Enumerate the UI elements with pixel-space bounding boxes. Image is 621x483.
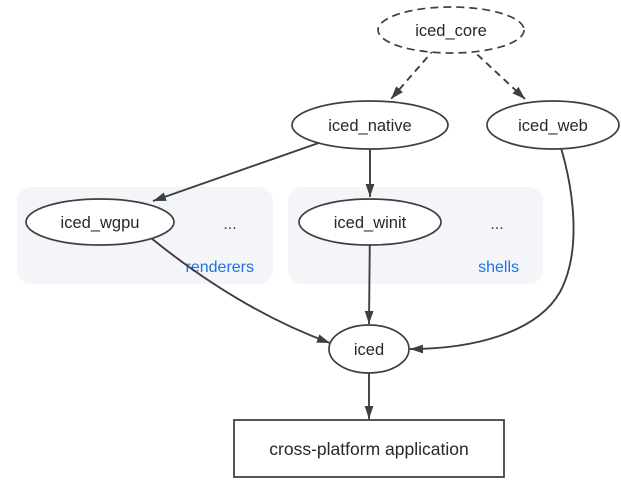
node-iced-winit: iced_winit [298, 198, 442, 246]
group-renderers-label: renderers [186, 259, 254, 276]
node-iced-wgpu-shape [25, 198, 175, 246]
node-iced-core-label: iced_core [415, 22, 487, 40]
node-iced-shape [328, 324, 410, 374]
group-shells-label: shells [478, 259, 519, 276]
node-iced-core-shape [377, 6, 525, 54]
node-iced: iced [328, 324, 410, 374]
edge-iced_wgpu-iced [150, 237, 331, 344]
node-iced-core: iced_core [377, 6, 525, 54]
node-iced-label: iced [354, 341, 384, 359]
node-iced-native-label: iced_native [328, 117, 411, 135]
node-cross-platform-application-label: cross-platform application [269, 439, 468, 459]
node-iced-native-shape [291, 100, 449, 150]
group-renderers-ellipsis: ... [223, 216, 236, 233]
node-iced-winit-label: iced_winit [334, 214, 407, 232]
node-iced-native: iced_native [291, 100, 449, 150]
node-cross-platform-application: cross-platform application [233, 419, 505, 478]
edge-iced_web-iced [409, 124, 575, 354]
node-iced-wgpu: iced_wgpu [25, 198, 175, 246]
node-iced-web-label: iced_web [518, 117, 588, 135]
node-iced-wgpu-label: iced_wgpu [61, 214, 140, 232]
node-cross-platform-application-shape [233, 419, 505, 478]
node-iced-web-shape [486, 100, 620, 150]
node-iced-web: iced_web [486, 100, 620, 150]
node-iced-winit-shape [298, 198, 442, 246]
group-shells-ellipsis: ... [490, 216, 503, 233]
